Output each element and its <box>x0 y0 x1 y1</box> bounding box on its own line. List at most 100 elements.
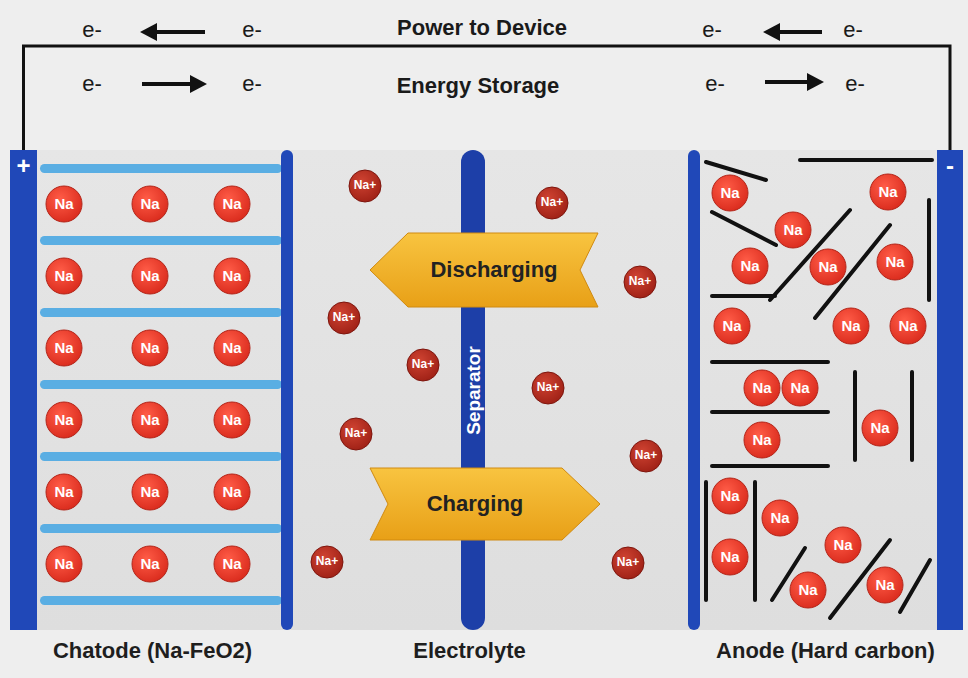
sodium-atom: Na <box>131 257 169 295</box>
sodium-atom: Na <box>45 257 83 295</box>
ion-label: Na+ <box>635 449 657 463</box>
cathode-layers <box>40 164 282 605</box>
sodium-atom: Na <box>45 185 83 223</box>
hard-carbon-sheets <box>706 160 932 618</box>
ion-circle-shape <box>328 302 360 334</box>
sodium-atom: Na <box>832 307 870 345</box>
sodium-atom: Na <box>213 545 251 583</box>
electron-arrow-head <box>140 23 157 41</box>
atom-circle-shape <box>712 478 748 514</box>
label-anchor: Power to Device <box>352 15 612 41</box>
terminal-sign: - <box>946 152 954 180</box>
atom-label: Na <box>783 221 802 238</box>
electron-label: e- <box>82 17 102 42</box>
sodium-ion: Na+ <box>535 186 569 220</box>
ion-circle-shape <box>532 372 564 404</box>
terminal-sign: + <box>16 152 30 180</box>
sodium-ion: Na+ <box>611 546 645 580</box>
atom-circle-shape <box>132 474 168 510</box>
sodium-ion: Na+ <box>623 265 657 299</box>
external-wire <box>24 46 951 150</box>
sodium-ion: Na+ <box>348 169 382 203</box>
electron-arrow-shaft <box>142 82 193 86</box>
sodium-atom: Na <box>861 409 899 447</box>
cathode-layer <box>40 236 282 245</box>
carbon-sheet <box>704 482 708 600</box>
flow-label: Energy Storage <box>397 73 560 98</box>
atom-label: Na <box>818 258 837 275</box>
sodium-ion: Na+ <box>310 545 344 579</box>
atom-circle-shape <box>762 500 798 536</box>
sodium-atom: Na <box>761 499 799 537</box>
atom-circle-shape <box>867 567 903 603</box>
label-anchor: e- <box>677 17 747 43</box>
label-anchor: e- <box>680 71 750 97</box>
sodium-ion: Na+ <box>339 417 373 451</box>
sodium-atom: Na <box>713 307 751 345</box>
ion-label: Na+ <box>537 381 559 395</box>
atom-label: Na <box>54 555 73 572</box>
sodium-atom: Na <box>45 545 83 583</box>
sodium-atom: Na <box>876 243 914 281</box>
ion-circle-shape <box>407 349 439 381</box>
sodium-atom: Na <box>743 369 781 407</box>
atom-circle-shape <box>46 402 82 438</box>
label-anchor: e- <box>57 71 127 97</box>
electron-label: e- <box>242 71 262 96</box>
electron-label: e- <box>845 71 865 96</box>
ion-circle-shape <box>311 546 343 578</box>
atom-circle-shape <box>810 249 846 285</box>
electron-label: e- <box>702 17 722 42</box>
carbon-sheet <box>853 372 857 460</box>
sodium-atom: Na <box>45 401 83 439</box>
discharge-arrow: Discharging <box>370 233 598 307</box>
cathode-layer <box>40 164 282 173</box>
sodium-atom: Na <box>774 211 812 249</box>
atom-circle-shape <box>775 212 811 248</box>
ion-label: Na+ <box>629 275 651 289</box>
carbon-sheet <box>712 212 776 245</box>
atom-label: Na <box>790 379 809 396</box>
ion-label: Na+ <box>617 556 639 570</box>
sodium-ion: Na+ <box>327 301 361 335</box>
ion-label: Na+ <box>412 358 434 372</box>
arrow-polygon <box>370 468 600 540</box>
electron-label: e- <box>705 71 725 96</box>
atom-label: Na <box>222 339 241 356</box>
electrode-region: Chatode (Na-FeO2)+NaNaNaNaNaNaNaNaNaNaNa… <box>10 150 295 630</box>
atom-label: Na <box>222 411 241 428</box>
atom-label: Na <box>54 267 73 284</box>
ion-label: Na+ <box>541 196 563 210</box>
atom-circle-shape <box>46 474 82 510</box>
atom-label: Na <box>54 339 73 356</box>
electron-arrow-head <box>763 23 780 41</box>
atom-label: Na <box>898 317 917 334</box>
atom-circle-shape <box>46 546 82 582</box>
sodium-atom: Na <box>213 473 251 511</box>
arrow-label: Charging <box>427 491 524 516</box>
cell-background <box>10 150 963 630</box>
atom-label: Na <box>222 195 241 212</box>
atom-circle-shape <box>214 402 250 438</box>
atom-label: Na <box>140 483 159 500</box>
separator-label: Separator <box>464 346 483 435</box>
atom-circle-shape <box>890 308 926 344</box>
electron-label: e- <box>843 17 863 42</box>
atom-label: Na <box>54 195 73 212</box>
atom-circle-shape <box>132 330 168 366</box>
atom-label: Na <box>798 581 817 598</box>
atom-label: Na <box>222 483 241 500</box>
atom-circle-shape <box>214 330 250 366</box>
label-anchor: e- <box>217 17 287 43</box>
region-label: Electrolyte <box>413 638 526 663</box>
atom-circle-shape <box>744 370 780 406</box>
sodium-atom: Na <box>743 421 781 459</box>
atom-label: Na <box>222 555 241 572</box>
atom-label: Na <box>54 411 73 428</box>
sodium-atom: Na <box>45 473 83 511</box>
region-label: Anode (Hard carbon) <box>716 638 935 663</box>
atom-label: Na <box>885 253 904 270</box>
ion-circle-shape <box>612 547 644 579</box>
electron-label: e- <box>242 17 262 42</box>
